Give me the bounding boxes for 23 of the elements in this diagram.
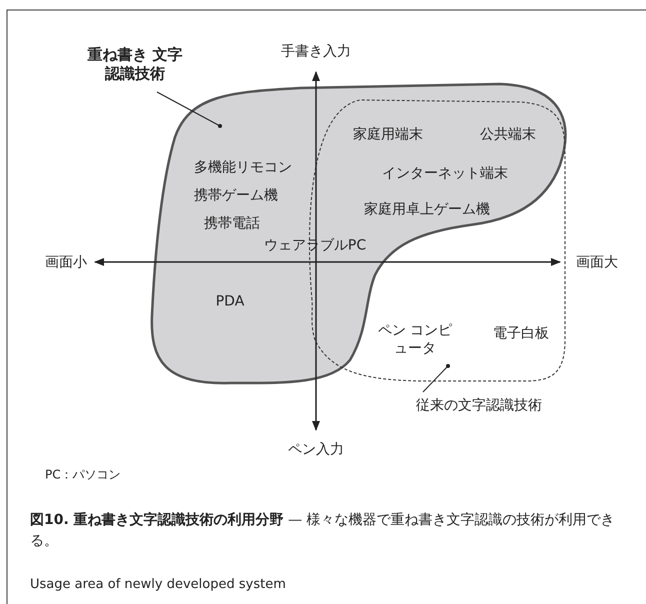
region-title: 従来の文字認識技術 xyxy=(416,397,542,415)
device-label: 多機能リモコン xyxy=(194,159,292,177)
device-label: 携帯ゲーム機 xyxy=(194,187,278,205)
shaded-region xyxy=(150,82,567,384)
device-label: 家庭用端末 xyxy=(353,126,423,144)
leader-line xyxy=(156,92,222,128)
figure-caption: 図10. 重ね書き文字認識技術の利用分野 — 様々な機器で重ね書き文字認識の技術が利用できる。 xyxy=(30,510,616,551)
device-label: PDA xyxy=(216,293,244,311)
axis-label: 画面小 xyxy=(45,254,87,272)
dashed-region xyxy=(309,100,566,382)
device-label: 家庭用卓上ゲーム機 xyxy=(364,201,490,219)
leader-line xyxy=(422,364,450,392)
device-label: ペン コンピュータ xyxy=(376,322,454,358)
axis-label: 手書き入力 xyxy=(281,43,351,61)
note-text: PC：パソコン xyxy=(45,468,121,482)
subtitle-text: Usage area of newly developed system xyxy=(30,576,286,594)
axis-label: ペン入力 xyxy=(288,441,344,459)
device-label: 電子白板 xyxy=(493,325,549,343)
device-label: 携帯電話 xyxy=(204,215,260,233)
axis-label: 画面大 xyxy=(576,254,618,272)
device-label: 公共端末 xyxy=(480,126,536,144)
region-title: 重ね書き 文字認識技術 xyxy=(85,45,185,83)
device-label: インターネット端末 xyxy=(382,165,508,183)
